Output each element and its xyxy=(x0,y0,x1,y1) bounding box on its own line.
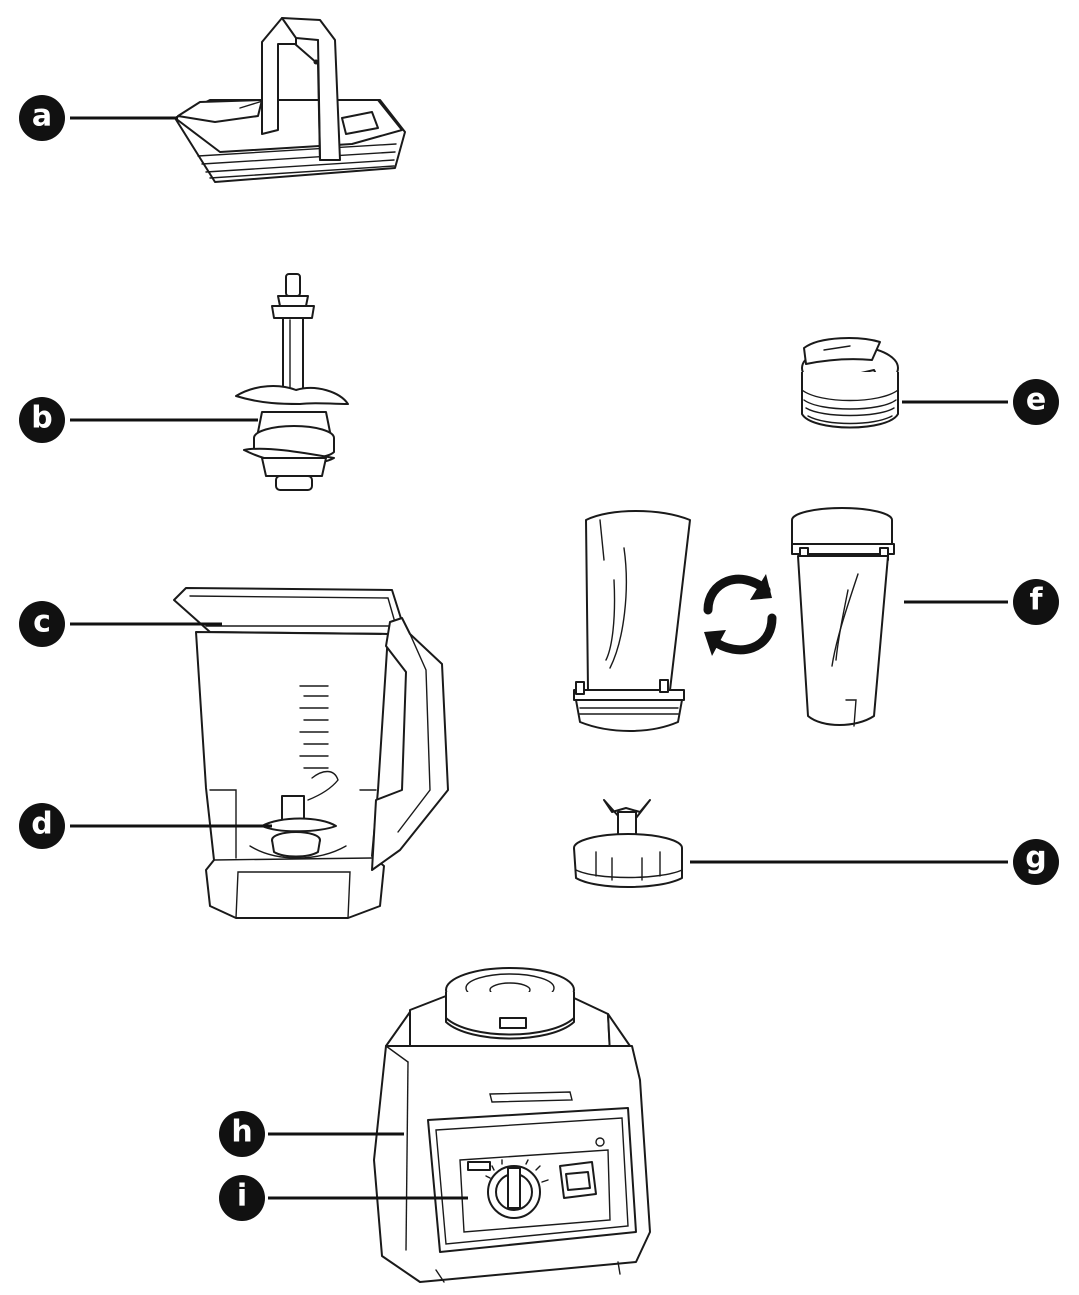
cup-blade-assembly-part-g xyxy=(574,800,682,887)
callout-badge-a: a xyxy=(19,95,65,141)
callout-badge-d: d xyxy=(19,803,65,849)
callout-label-f: f xyxy=(1029,583,1043,618)
swap-arrows-icon xyxy=(704,574,772,656)
callout-label-h: h xyxy=(231,1115,252,1150)
callout-badge-f: f xyxy=(1013,579,1059,625)
callout-badge-c: c xyxy=(19,601,65,647)
callout-badge-g: g xyxy=(1013,839,1059,885)
stacked-blade-assembly-part-b xyxy=(236,274,348,490)
callout-label-i: i xyxy=(237,1179,247,1214)
callout-label-d: d xyxy=(31,807,52,842)
callout-badge-h: h xyxy=(219,1111,265,1157)
callout-label-c: c xyxy=(33,605,51,640)
lid-with-handle-part-a xyxy=(175,18,405,182)
callout-label-g: g xyxy=(1025,841,1046,876)
callout-badge-i: i xyxy=(219,1175,265,1221)
callout-badge-b: b xyxy=(19,397,65,443)
callout-label-e: e xyxy=(1026,383,1046,418)
callout-label-a: a xyxy=(32,99,52,134)
callout-badge-e: e xyxy=(1013,379,1059,425)
callout-label-b: b xyxy=(31,401,52,436)
to-go-lid-part-e xyxy=(802,338,898,427)
to-go-cup-part-f xyxy=(574,508,894,731)
motor-base-part-h xyxy=(374,968,650,1282)
pitcher-part-c xyxy=(174,588,448,918)
